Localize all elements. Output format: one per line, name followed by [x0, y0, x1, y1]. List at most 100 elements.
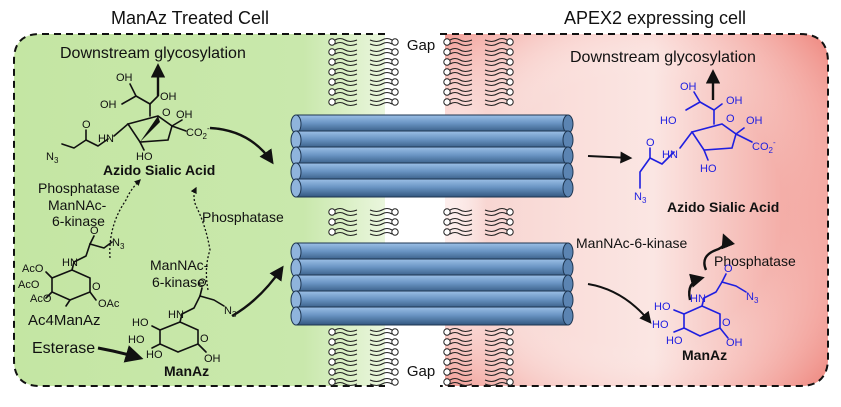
ac4-oac: OAc — [98, 298, 120, 310]
lipid — [328, 87, 358, 97]
left-manaz-ho-1: HO — [132, 317, 149, 329]
left-dotted-arrow-1 — [109, 179, 141, 259]
esterase-arrow — [97, 345, 144, 363]
lipid — [484, 347, 514, 357]
left-ho: HO — [136, 151, 153, 163]
lipid — [443, 57, 473, 67]
right-ring-o: O — [726, 113, 735, 125]
right-oh-1: OH — [680, 81, 697, 93]
left-azido-sialic-acid-structure — [61, 83, 187, 151]
left-manaz-to-channel-arrow — [231, 265, 284, 318]
ac4manaz-label: Ac4ManAz — [28, 312, 101, 329]
lipid — [328, 337, 358, 347]
lipid — [484, 227, 514, 237]
right-manaz-ho-2: HO — [652, 319, 669, 331]
ac4-ring-o: O — [92, 281, 101, 293]
right-enzyme-arrow-1 — [703, 233, 735, 271]
right-hn: HN — [662, 149, 678, 161]
lipid — [328, 97, 358, 107]
right-manaz-ring-o: O — [722, 317, 731, 329]
left-downstream-label: Downstream glycosylation — [60, 45, 246, 62]
left-manaz-oh: OH — [204, 353, 221, 365]
lipid — [328, 327, 358, 337]
right-n3: N3 — [634, 191, 647, 205]
left-dotted-arrow-2 — [190, 186, 211, 291]
left-oh-3: OH — [160, 91, 177, 103]
lipid — [443, 327, 473, 337]
left-phosphatase-1: Phosphatase — [38, 180, 120, 196]
right-ho-1: HO — [660, 115, 677, 127]
left-manaz-ring-o: O — [200, 333, 209, 345]
lipid — [443, 367, 473, 377]
right-manaz-structure — [673, 273, 747, 339]
left-manaz-label: ManAz — [164, 363, 209, 379]
channel-to-right-sialic-arrow — [587, 151, 633, 164]
lipid — [484, 357, 514, 367]
lipid — [443, 37, 473, 47]
ac4-n3: N3 — [112, 237, 125, 251]
lipid — [484, 57, 514, 67]
lipid — [369, 57, 399, 67]
right-ho-2: HO — [700, 163, 717, 175]
left-manaz-o: O — [198, 277, 207, 289]
connexon-tube — [290, 258, 574, 278]
connexon-tube — [290, 162, 574, 182]
gap-region — [395, 34, 445, 386]
lipid — [328, 67, 358, 77]
lipid — [328, 77, 358, 87]
lipid — [484, 77, 514, 87]
lipid — [484, 87, 514, 97]
left-manaz-hn: HN — [168, 309, 184, 321]
connexon-tube — [290, 306, 574, 326]
right-acyl-o: O — [646, 137, 655, 149]
lipid — [369, 37, 399, 47]
right-sialic-label: Azido Sialic Acid — [667, 199, 779, 215]
right-oh-3: OH — [746, 115, 763, 127]
ac4-aco-3: AcO — [30, 293, 52, 305]
ac4-hn: HN — [62, 257, 78, 269]
left-cell-title: ManAz Treated Cell — [111, 8, 269, 28]
lipid — [443, 337, 473, 347]
lipid — [369, 207, 399, 217]
right-mannac-kinase: ManNAc-6-kinase — [576, 235, 687, 251]
ac4-aco-2: AcO — [18, 279, 40, 291]
lipid — [484, 47, 514, 57]
right-manaz-oh: OH — [726, 337, 743, 349]
right-cell-title: APEX2 expressing cell — [564, 8, 746, 28]
right-downstream-label: Downstream glycosylation — [570, 49, 756, 66]
lipid — [443, 217, 473, 227]
right-manaz-ho-1: HO — [654, 301, 671, 313]
lipid — [443, 227, 473, 237]
lipid — [484, 97, 514, 107]
lipid — [328, 207, 358, 217]
lipid — [328, 357, 358, 367]
lipid — [369, 377, 399, 387]
lipid — [443, 377, 473, 387]
cell-borders — [13, 33, 829, 387]
lipid — [484, 217, 514, 227]
left-acyl-o: O — [82, 119, 91, 131]
lipid — [328, 37, 358, 47]
ac4-o: O — [90, 225, 99, 237]
lipid-bilayers — [328, 37, 514, 387]
lipid — [369, 327, 399, 337]
esterase-label: Esterase — [32, 340, 95, 357]
lipid — [369, 77, 399, 87]
left-mannac-kinase-2b: 6-kinase — [152, 274, 205, 290]
ac4manaz-structure — [45, 235, 113, 307]
lipid — [484, 377, 514, 387]
left-co2: CO2- — [186, 124, 210, 141]
left-mannac-kinase-1b: 6-kinase — [52, 213, 105, 229]
left-oh-1: OH — [116, 72, 133, 84]
lipid — [369, 337, 399, 347]
lipid — [443, 87, 473, 97]
connexon-tube — [290, 274, 574, 294]
left-manaz-ho-3: HO — [146, 349, 163, 361]
left-mannac-kinase-1a: ManNAc- — [48, 197, 107, 213]
lipid — [484, 67, 514, 77]
gap-label-top: Gap — [407, 37, 435, 54]
lipid — [369, 47, 399, 57]
right-manaz-hn: HN — [690, 293, 706, 305]
lipid — [369, 87, 399, 97]
